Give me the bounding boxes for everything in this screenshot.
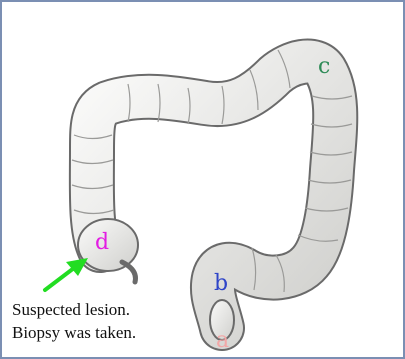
appendix xyxy=(122,262,135,282)
annotation-line-1: Suspected lesion. xyxy=(12,300,130,320)
label-b: b xyxy=(214,271,228,296)
arrow-icon xyxy=(45,258,88,290)
label-c: c xyxy=(318,54,330,79)
annotation-line-2: Biopsy was taken. xyxy=(12,323,136,343)
label-a: a xyxy=(216,328,229,353)
label-d: d xyxy=(95,230,109,255)
